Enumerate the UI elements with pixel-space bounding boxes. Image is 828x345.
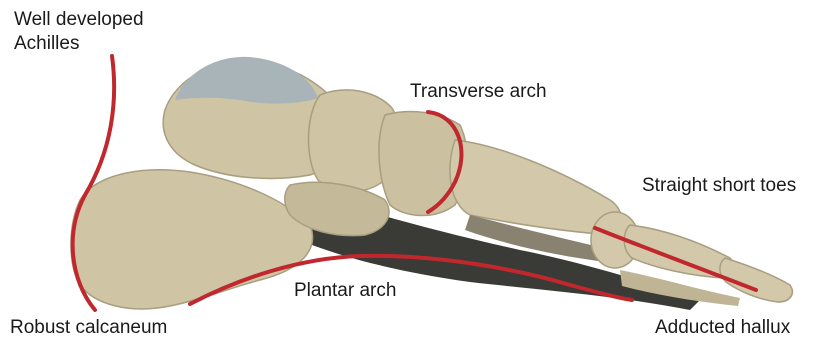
label-transverse-arch: Transverse arch <box>410 80 547 104</box>
label-achilles-line1: Well developed <box>14 8 144 32</box>
label-achilles: Well developed Achilles <box>14 8 144 56</box>
talus-cartilage <box>175 57 318 104</box>
label-adducted-hallux: Adducted hallux <box>655 316 790 340</box>
phalanx-proximal <box>624 225 734 278</box>
label-robust-calcaneum: Robust calcaneum <box>10 316 167 340</box>
label-plantar-arch: Plantar arch <box>294 279 396 303</box>
label-achilles-line2: Achilles <box>14 32 144 56</box>
calcaneus-bone <box>71 170 313 309</box>
label-straight-short-toes: Straight short toes <box>642 174 796 198</box>
